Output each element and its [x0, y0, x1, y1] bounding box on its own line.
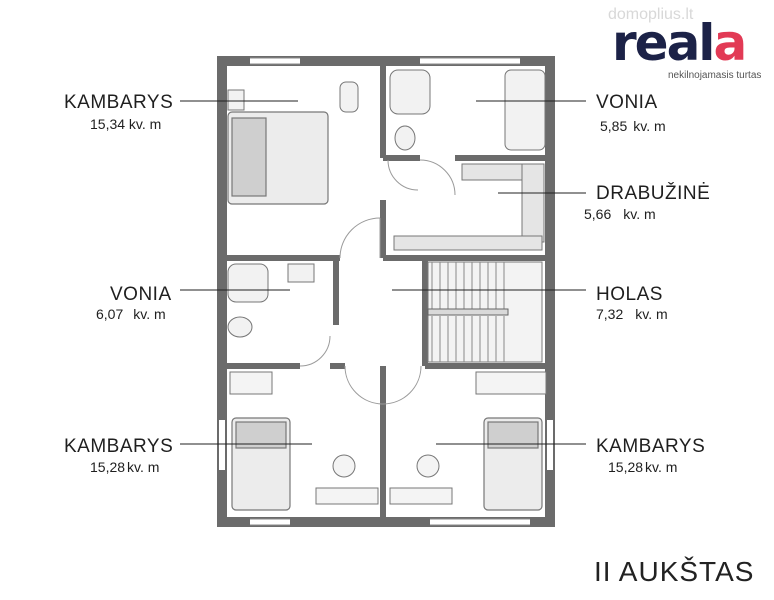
room-area-bedroom-1: 15,34 kv. m [90, 116, 162, 132]
room-name-bedroom-2: KAMBARYS [64, 436, 174, 457]
room-name-bedroom-1: KAMBARYS [64, 92, 174, 113]
outer-wall [217, 56, 555, 527]
floor-label: II AUKŠTAS [594, 556, 755, 587]
room-name-bedroom-3: KAMBARYS [596, 436, 706, 457]
logo-wordmark: reala [612, 14, 747, 72]
room-name-bath-2: VONIA [110, 284, 172, 305]
room-name-wardrobe: DRABUŽINĖ [596, 183, 711, 204]
room-name-bath-1: VONIA [596, 92, 658, 113]
logo-tagline: nekilnojamasis turtas [668, 70, 762, 81]
room-name-hall: HOLAS [596, 284, 663, 305]
watermark-text: domoplius.lt [608, 6, 694, 23]
